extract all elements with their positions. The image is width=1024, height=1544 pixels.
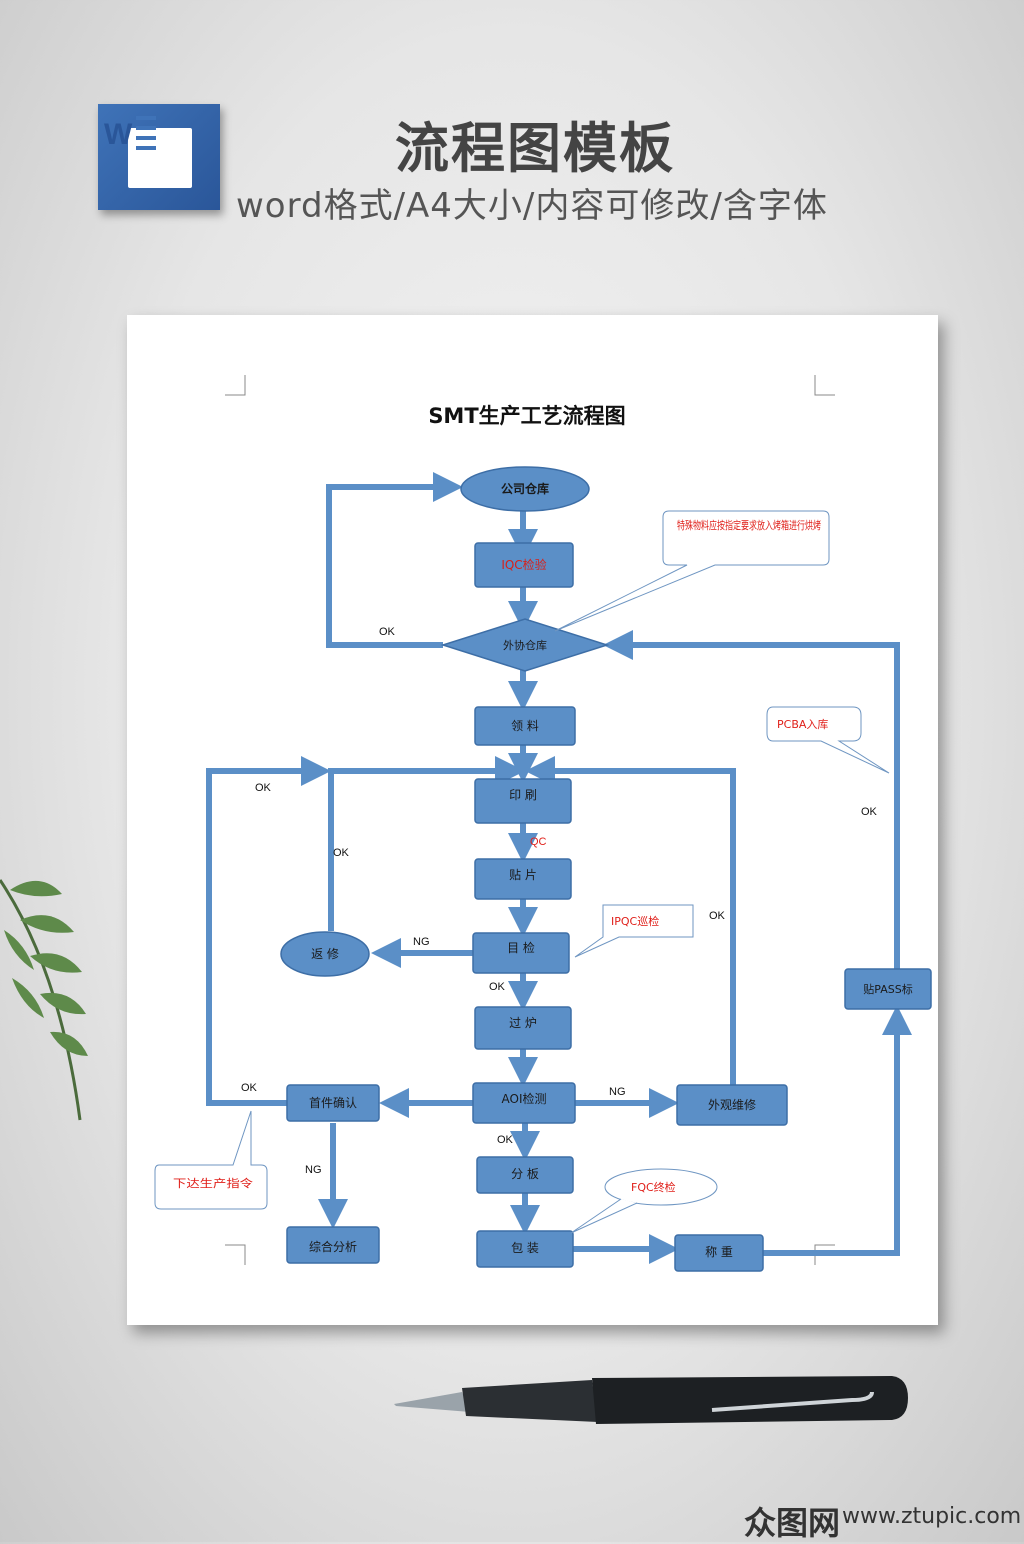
node-aoi-label: AOI检测	[502, 1091, 547, 1106]
node-pass-shape	[844, 968, 932, 1010]
page-title: 流程图模板	[395, 117, 675, 180]
callout-special-shape	[554, 510, 830, 632]
node-aoi-shape	[472, 1082, 576, 1124]
label-qc: QC	[530, 836, 547, 848]
pen-decoration	[394, 1376, 908, 1424]
label-ok-aoi: OK	[497, 1134, 514, 1146]
node-first-label: 首件确认	[309, 1096, 357, 1110]
leaf-decoration	[0, 879, 88, 1121]
callout-ipqc-shape	[574, 904, 694, 958]
callout-pcba-text: PCBA入库	[777, 718, 828, 731]
node-appearance-shape	[676, 1084, 788, 1126]
node-iqc-label: IQC检验	[501, 557, 546, 572]
document-page: SMT生产工艺流程图	[127, 315, 938, 1325]
edge-first-loop	[206, 756, 331, 1106]
node-iqc-shape	[474, 542, 574, 588]
node-outsourced-label: 外协仓库	[503, 638, 547, 652]
node-appearance-label: 外观维修	[708, 1097, 756, 1112]
label-ng-aoi: NG	[609, 1086, 626, 1098]
doc-title: SMT生产工艺流程图	[428, 404, 625, 428]
node-rework-shape	[280, 931, 370, 977]
node-pack-shape	[476, 1230, 574, 1268]
label-ok-left-outer: OK	[255, 782, 272, 794]
node-weigh-label: 称 重	[705, 1245, 733, 1259]
edge-pass-outsourced	[603, 630, 900, 969]
callout-special-text: 特殊物料应按指定要求放入烤箱进行烘烤	[677, 518, 821, 532]
callout-fqc-text: FQC终检	[631, 1180, 676, 1194]
crop-marks	[225, 375, 835, 1265]
page-subtitle: word格式/A4大小/内容可修改/含字体	[236, 186, 828, 226]
node-rework-label: 返 修	[311, 946, 339, 961]
node-warehouse-shape	[460, 466, 590, 512]
node-print-shape	[474, 778, 572, 824]
node-visual-label: 目 检	[507, 940, 535, 955]
node-analysis-shape	[286, 1226, 380, 1264]
node-print-label: 印 刷	[509, 788, 537, 802]
label-ok-visual: OK	[489, 981, 506, 993]
callout-pcba-shape	[766, 706, 890, 774]
label-ok-loop-top: OK	[379, 626, 396, 638]
node-weigh-shape	[674, 1234, 764, 1272]
node-analysis-label: 综合分析	[309, 1239, 357, 1254]
callout-order-shape	[154, 1110, 268, 1210]
node-reflow-shape	[474, 1006, 572, 1050]
node-split-shape	[476, 1156, 574, 1194]
watermark-url: www.ztupic.com	[842, 1504, 1022, 1529]
node-reflow-label: 过 炉	[509, 1016, 537, 1030]
node-mount-label: 贴 片	[509, 868, 537, 882]
watermark-logo: 众图网	[744, 1504, 841, 1542]
label-ok-rework: OK	[333, 847, 350, 859]
edge-outsourced-loop	[326, 472, 463, 648]
label-ng-first: NG	[305, 1164, 322, 1176]
label-ng-visual: NG	[413, 936, 430, 948]
callout-order-text: 下达生产指令	[173, 1176, 253, 1190]
node-warehouse-label: 公司仓库	[501, 481, 549, 496]
node-pack-label: 包 装	[511, 1241, 539, 1255]
label-ok-right: OK	[709, 910, 726, 922]
node-outsourced-shape	[440, 618, 610, 672]
label-ok-pass: OK	[861, 806, 878, 818]
edge-weigh-pass	[763, 1005, 912, 1256]
edge-rework-loop	[328, 756, 525, 931]
label-ok-first: OK	[241, 1082, 258, 1094]
edge-appearance-loop	[525, 756, 736, 1085]
node-first-shape	[286, 1084, 380, 1122]
word-icon: W	[98, 104, 220, 210]
callout-ipqc-text: IPQC巡检	[611, 914, 659, 928]
callout-fqc-shape	[604, 1168, 718, 1206]
node-split-label: 分 板	[511, 1167, 539, 1181]
node-mount-shape	[474, 858, 572, 900]
node-pass-label: 贴PASS标	[863, 982, 912, 996]
node-visual-shape	[472, 932, 570, 974]
node-receive-label: 领 料	[511, 719, 539, 733]
flowchart: SMT生产工艺流程图	[154, 375, 932, 1272]
node-receive-shape	[474, 706, 576, 746]
